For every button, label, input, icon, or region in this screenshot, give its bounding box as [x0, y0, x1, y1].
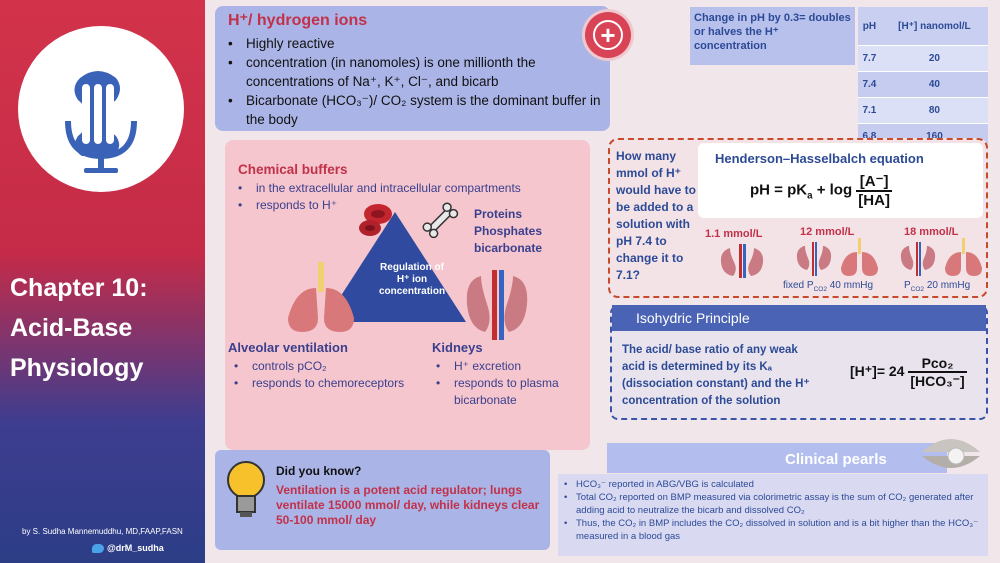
henderson-equation: pH = pKa + log [A⁻][HA]	[750, 172, 892, 209]
list-item: controls pCO₂	[228, 358, 408, 375]
kidney-icon	[720, 244, 764, 278]
kidney-lungs-icon	[796, 238, 878, 276]
table-cell: 80	[880, 97, 988, 124]
table-cell: 40	[880, 71, 988, 98]
table-cell: 7.7	[858, 45, 881, 72]
isohydric-equation: [H⁺]= 24 Pco₂[HCO₃⁻]	[850, 355, 967, 390]
isohydric-text: The acid/ base ratio of any weak acid is…	[622, 344, 810, 407]
table-header: [H⁺] nanomol/L	[880, 7, 988, 46]
author-byline: by S. Sudha Mannemuddhu, MD,FAAP,FASN	[22, 527, 183, 536]
buffer-type: Phosphates	[474, 224, 543, 238]
equation-sub: a	[807, 190, 813, 202]
table-cell: 20	[880, 45, 988, 72]
kidney-icon	[466, 270, 528, 340]
chemical-buffers-list: in the extracellular and intracellular c…	[232, 180, 582, 214]
ph-note: Change in pH by 0.3= doubles or halves t…	[690, 7, 855, 65]
table-cell: 7.4	[858, 71, 881, 98]
list-item: Highly reactive	[222, 34, 607, 53]
scenario-caption: PCO2 20 mmHg	[904, 280, 970, 293]
kidney-lungs-icon	[900, 238, 982, 276]
scenario-mmol: 12 mmol/L	[800, 226, 855, 238]
equation-numerator: Pco₂	[908, 355, 967, 373]
did-you-know-title: Did you know?	[276, 464, 362, 478]
caption-part: fixed P	[783, 280, 814, 291]
caption-part: 40 mmHg	[826, 280, 874, 291]
equation-part: pH = pK	[750, 181, 808, 199]
caption-sub: CO2	[813, 286, 827, 293]
buffer-type: bicarbonate	[474, 241, 543, 255]
kidneys-list: H⁺ excretion responds to plasma bicarbon…	[430, 358, 590, 409]
henderson-title: Henderson–Hasselbalch equation	[715, 151, 924, 166]
list-item: concentration (in nanomoles) is one mill…	[222, 53, 607, 91]
henderson-question: How many mmol of H⁺ would have to be add…	[616, 149, 697, 282]
scenario-caption: fixed PCO2 40 mmHg	[783, 280, 873, 293]
scenario-mmol: 18 mmol/L	[904, 226, 959, 238]
plus-symbol: +	[600, 20, 616, 50]
isohydric-header	[612, 305, 986, 331]
equation-denominator: [HA]	[858, 192, 890, 209]
list-item: responds to plasma bicarbonate	[430, 375, 590, 409]
caption-sub: CO2	[910, 286, 925, 293]
did-you-know-panel	[215, 450, 550, 550]
lightbulb-icon	[227, 461, 265, 517]
equation-numerator: [A⁻]	[856, 172, 892, 192]
alveolar-ventilation-title: Alveolar ventilation	[228, 340, 348, 355]
list-item: Thus, the CO₂ in BMP includes the CO₂ di…	[562, 517, 987, 543]
regulation-triangle	[324, 212, 466, 322]
equation-part: + log	[812, 181, 857, 199]
henderson-equation-card	[698, 143, 983, 218]
list-item: H⁺ excretion	[430, 358, 590, 375]
list-item: responds to chemoreceptors	[228, 375, 408, 392]
bone-icon	[422, 202, 459, 239]
triangle-label: Regulation of H⁺ ion concentration	[378, 262, 446, 297]
caption-part: P	[904, 280, 911, 291]
clinical-pearls-list: HCO₃⁻ reported in ABG/VBG is calculated …	[562, 478, 987, 543]
chapter-line: Acid-Base	[10, 314, 133, 342]
plus-icon: +	[585, 12, 631, 58]
equation-fraction: [A⁻][HA]	[856, 172, 892, 209]
twitter-handle-text: @drM_sudha	[107, 543, 164, 553]
chapter-line: Physiology	[10, 354, 144, 382]
did-you-know-text: Ventilation is a potent acid regulator; …	[276, 483, 540, 527]
buffer-type: Proteins	[474, 207, 523, 221]
equation-denominator: [HCO₃⁻]	[910, 373, 965, 389]
equation-fraction: Pco₂[HCO₃⁻]	[908, 355, 967, 390]
caption-part: 20 mmHg	[924, 280, 971, 291]
clinical-pearls-title: Clinical pearls	[785, 451, 887, 468]
microphone-kidney-logo-icon	[18, 26, 184, 192]
chemical-buffers-title: Chemical buffers	[238, 162, 348, 177]
twitter-bird-icon	[92, 544, 104, 554]
clinical-pearls-header	[607, 443, 947, 473]
list-item: responds to H⁺	[232, 197, 582, 214]
hydrogen-ions-list: Highly reactive concentration (in nanomo…	[222, 34, 607, 129]
list-item: Total CO₂ reported on BMP measured via c…	[562, 491, 987, 517]
scenario-mmol: 1.1 mmol/L	[705, 228, 763, 240]
chapter-line: Chapter 10:	[10, 274, 148, 302]
lungs-icon	[288, 262, 354, 332]
equation-part: [H⁺]= 24	[850, 363, 905, 380]
list-item: HCO₃⁻ reported in ABG/VBG is calculated	[562, 478, 987, 491]
table-header: pH	[858, 7, 881, 46]
red-blood-cells-icon	[359, 204, 392, 236]
list-item: in the extracellular and intracellular c…	[232, 180, 582, 197]
twitter-handle[interactable]: @drM_sudha	[92, 543, 164, 554]
chapter-title: Chapter 10: Acid-Base Physiology	[10, 268, 200, 388]
pearl-oyster-icon	[922, 439, 980, 468]
table-cell: 7.1	[858, 97, 881, 124]
buffer-types: Proteins Phosphates bicarbonate	[474, 206, 542, 257]
kidneys-title: Kidneys	[432, 340, 483, 355]
list-item: Bicarbonate (HCO₃⁻)/ CO₂ system is the d…	[222, 91, 607, 129]
isohydric-title: Isohydric Principle	[636, 310, 750, 326]
hydrogen-ions-title: H⁺/ hydrogen ions	[228, 12, 368, 29]
alveolar-ventilation-list: controls pCO₂ responds to chemoreceptors	[228, 358, 408, 392]
